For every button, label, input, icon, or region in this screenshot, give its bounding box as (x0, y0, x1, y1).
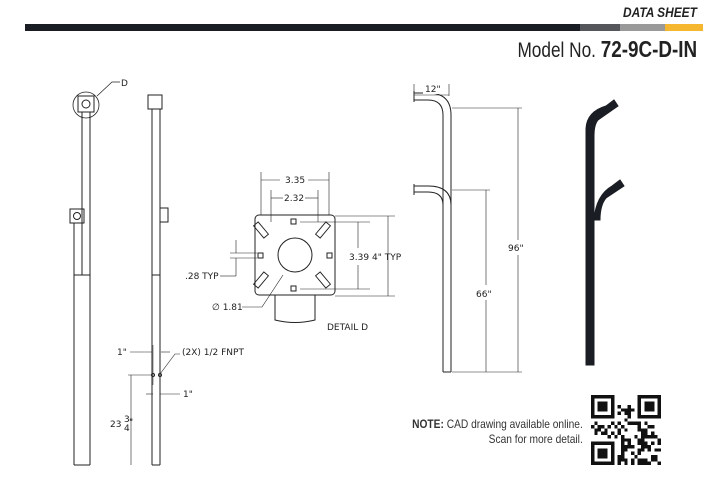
inch-mark: " (129, 418, 133, 428)
note-label: NOTE: (412, 417, 445, 431)
dim-28-typ: .28 TYP (185, 272, 219, 282)
qr-code[interactable] (591, 395, 661, 465)
fnpt-label: (2X) 1/2 FNPT (182, 348, 244, 358)
model-number: Model No. 72-9C-D-IN (517, 36, 697, 62)
iso-view (585, 99, 625, 366)
dim-3-35: 3.35 (285, 176, 305, 186)
dim-1in-a: 1" (117, 348, 127, 358)
detail-callout: D (121, 79, 128, 89)
frac-num: 3 (124, 415, 130, 425)
elevation-view: 12" 96" 66" (413, 84, 524, 373)
header-bar-dark (25, 24, 580, 31)
header-bar-accent (665, 24, 703, 31)
side-view-pole: 1" (2X) 1/2 FNPT 1" 23 3 4 " (110, 94, 244, 466)
detail-d: 3.35 2.32 3.39 4" TYP .28 TYP ∅ 1.81 DET… (185, 172, 402, 333)
dim-4-typ: 4" TYP (372, 253, 402, 263)
dim-2-32: 2.32 (284, 194, 304, 204)
frac-den: 4 (124, 424, 130, 434)
note-line2: Scan for more detail. (488, 432, 583, 446)
dim-diameter: ∅ 1.81 (212, 303, 243, 313)
doc-type: DATA SHEET (623, 4, 697, 20)
dim-23: 23 (110, 420, 121, 430)
front-view-pole: D (69, 79, 128, 466)
dim-12-label: 12" (425, 85, 441, 95)
note-line1: CAD drawing available online. (446, 417, 583, 431)
detail-title: DETAIL D (327, 323, 368, 333)
cad-note: NOTE: CAD drawing available online. Scan… (412, 417, 583, 447)
dim-96: 96" (508, 244, 524, 254)
header-bar-grey2 (620, 24, 665, 31)
header-bar-grey1 (580, 24, 620, 31)
dim-1in-b: 1" (183, 390, 193, 400)
dim-66: 66" (476, 290, 492, 300)
dim-3-39: 3.39 (349, 253, 369, 263)
